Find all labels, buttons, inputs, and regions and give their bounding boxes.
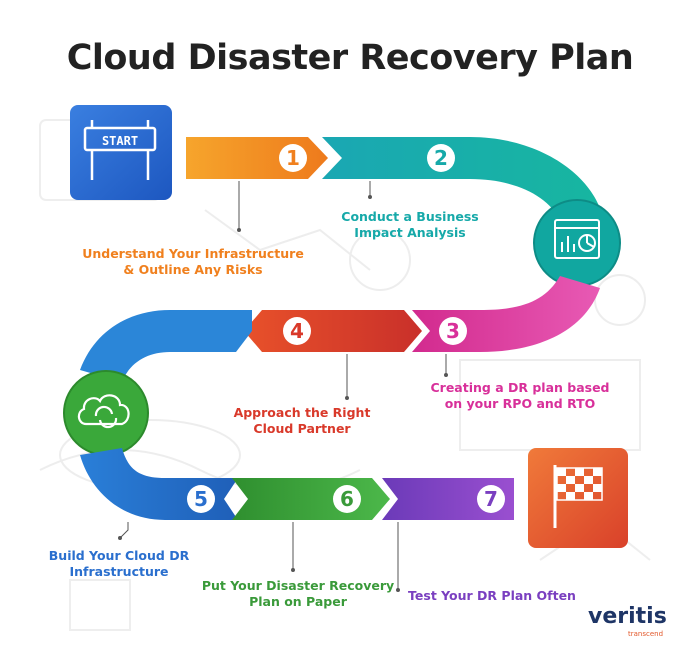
step-2-number: 2 xyxy=(434,146,448,170)
step-6-label-line-1: Put Your Disaster Recovery xyxy=(201,578,395,593)
step-4-number: 4 xyxy=(290,319,304,343)
analytics-chart-icon xyxy=(554,219,600,259)
step-7-arrow xyxy=(382,478,514,520)
step-5-label-line-2: Infrastructure xyxy=(69,564,169,579)
step-1-badge xyxy=(279,144,307,172)
label-connectors xyxy=(118,181,448,592)
step-1-label-line-2: & Outline Any Risks xyxy=(123,262,263,277)
step-4-badge xyxy=(283,317,311,345)
step-4-label-line-1: Approach the Right xyxy=(233,405,371,420)
cloud-sync-icon xyxy=(77,394,130,429)
start-box: START xyxy=(70,105,172,200)
step-5-label: Build Your Cloud DR Infrastructure xyxy=(44,548,194,580)
step-1-label-line-1: Understand Your Infrastructure xyxy=(82,246,304,261)
step-4-label: Approach the Right Cloud Partner xyxy=(222,405,382,437)
cloud-circle xyxy=(63,370,149,456)
step-6-arrow xyxy=(232,478,390,520)
step-6-number: 6 xyxy=(340,487,354,511)
step-5-number: 5 xyxy=(194,487,208,511)
finish-box xyxy=(528,448,628,548)
step-4-arrow xyxy=(244,310,422,352)
step-7-label: Test Your DR Plan Often xyxy=(402,588,582,604)
step-3-label-line-2: on your RPO and RTO xyxy=(444,396,596,411)
step-6-label-line-2: Plan on Paper xyxy=(249,594,347,609)
step-7-badge xyxy=(477,485,505,513)
step-3-label-line-1: Creating a DR plan based xyxy=(430,380,610,395)
page-title: Cloud Disaster Recovery Plan xyxy=(66,38,634,78)
step-2-arrow xyxy=(322,137,600,220)
step-1-label: Understand Your Infrastructure & Outline… xyxy=(78,246,308,278)
step-2-label: Conduct a Business Impact Analysis xyxy=(330,209,490,241)
step-4-label-line-2: Cloud Partner xyxy=(253,421,351,436)
start-sign-text: START xyxy=(102,134,138,148)
step-7-number: 7 xyxy=(484,487,498,511)
step-3-badge xyxy=(439,317,467,345)
step-2-label-line-1: Conduct a Business xyxy=(341,209,479,224)
step-5-badge xyxy=(187,485,215,513)
start-sign-icon xyxy=(83,120,157,180)
step-3-number: 3 xyxy=(446,319,460,343)
analytics-circle xyxy=(533,199,621,287)
step-6-badge xyxy=(333,485,361,513)
step-1-number: 1 xyxy=(286,146,300,170)
step-5-arrow xyxy=(80,448,238,520)
step-3-arrow xyxy=(412,276,600,352)
checkered-flag-icon xyxy=(553,465,603,528)
step-5-label-line-1: Build Your Cloud DR xyxy=(48,548,190,563)
step-6-label: Put Your Disaster Recovery Plan on Paper xyxy=(198,578,398,610)
step-7-label-line-1: Test Your DR Plan Often xyxy=(408,588,576,603)
step-2-label-line-2: Impact Analysis xyxy=(354,225,466,240)
left-curve xyxy=(80,310,252,382)
step-3-label: Creating a DR plan based on your RPO and… xyxy=(420,380,620,412)
brand-logo: veritis xyxy=(588,604,667,629)
brand-tagline: transcend xyxy=(628,630,664,638)
step-2-badge xyxy=(427,144,455,172)
